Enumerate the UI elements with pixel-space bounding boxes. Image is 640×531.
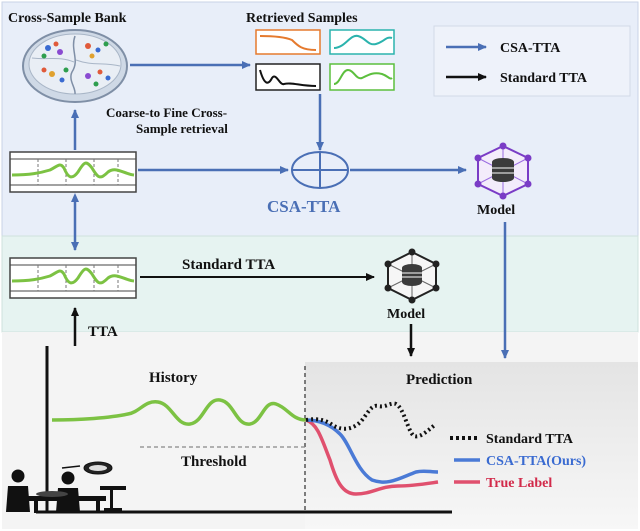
legend-top — [433, 25, 631, 97]
threshold-label: Threshold — [181, 454, 247, 470]
input-signal-box — [9, 151, 137, 193]
csa-fusion-icon — [291, 151, 349, 189]
legend-csa-label: CSA-TTA — [500, 41, 561, 56]
retrieved-title: Retrieved Samples — [246, 11, 358, 26]
prediction-label: Prediction — [406, 372, 473, 388]
retrieved-sample-2 — [329, 29, 395, 55]
prediction-region — [305, 362, 638, 529]
true-label-line — [305, 418, 439, 496]
model-top-label: Model — [477, 203, 515, 218]
standard-tta-label: Standard TTA — [182, 257, 275, 273]
surgery-scene-icon — [6, 461, 126, 513]
legend-standard-tta-label: Standard TTA — [486, 432, 574, 447]
sample-bank-dish — [22, 29, 128, 103]
legend-csa-tta-label: CSA-TTA(Ours) — [486, 454, 586, 469]
retrieval-label-line1: Coarse-to Fine Cross- — [106, 105, 227, 120]
tta-label: TTA — [88, 324, 118, 340]
bank-title: Cross-Sample Bank — [8, 11, 127, 26]
retrieval-label-line2: Sample retrieval — [136, 121, 228, 136]
legend-standard-label: Standard TTA — [500, 71, 588, 86]
history-label: History — [149, 370, 198, 386]
model-middle-icon — [384, 248, 440, 304]
csa-label: CSA-TTA — [267, 197, 341, 216]
model-top-icon — [474, 142, 532, 200]
model-middle-label: Model — [387, 307, 425, 322]
csa-tta-line — [305, 418, 439, 484]
history-signal-line — [51, 398, 307, 426]
retrieved-sample-4 — [329, 63, 395, 91]
retrieved-sample-1 — [255, 29, 321, 55]
input-signal-box-2 — [9, 257, 137, 299]
retrieved-sample-3 — [255, 63, 321, 91]
legend-true-label-label: True Label — [486, 476, 552, 491]
